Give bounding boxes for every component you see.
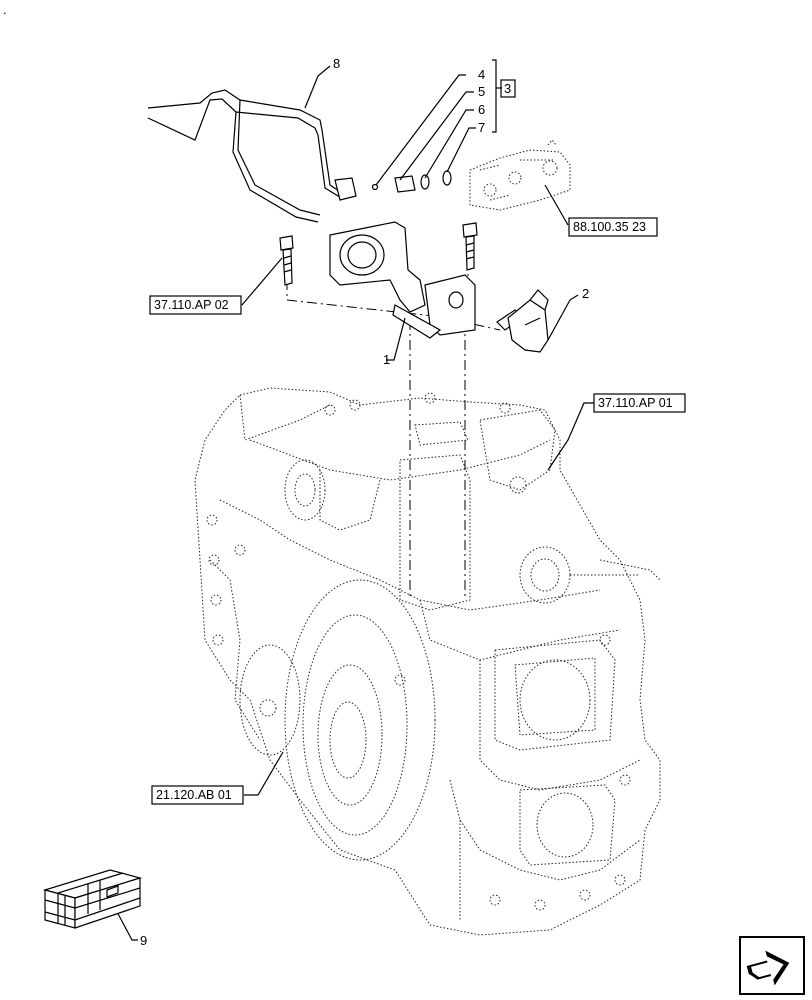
callout-8: 8 bbox=[333, 56, 340, 71]
reference-37-110-ap-02[interactable]: 37.110.AP 02 bbox=[149, 295, 242, 315]
callout-3: 3 bbox=[504, 81, 511, 96]
callout-9: 9 bbox=[140, 933, 147, 948]
next-page-arrow-icon[interactable] bbox=[739, 936, 805, 995]
transmission-housing bbox=[194, 387, 661, 936]
part-8-pipe bbox=[147, 89, 357, 223]
part-2-switch bbox=[496, 289, 549, 353]
kit-crate-icon bbox=[42, 869, 143, 929]
callout-labels: 1 2 3 4 5 6 7 8 9 bbox=[140, 56, 589, 948]
callout-4: 4 bbox=[478, 67, 485, 82]
svg-text:37.110.AP 01: 37.110.AP 01 bbox=[598, 396, 673, 410]
part-1-bracket bbox=[329, 221, 476, 339]
callout-2: 2 bbox=[582, 286, 589, 301]
callout-3-box bbox=[500, 79, 516, 98]
corner-mark: . bbox=[3, 2, 7, 17]
svg-text:21.120.AB 01: 21.120.AB 01 bbox=[156, 788, 232, 802]
callout-5: 5 bbox=[478, 84, 485, 99]
svg-text:37.110.AP 02: 37.110.AP 02 bbox=[154, 298, 229, 312]
reference-21-120-ab-01[interactable]: 21.120.AB 01 bbox=[151, 785, 244, 805]
callout-leaders bbox=[115, 59, 594, 941]
callout-1: 1 bbox=[383, 352, 390, 367]
bolts bbox=[279, 222, 478, 286]
callout-7: 7 bbox=[478, 120, 485, 135]
reference-88-100-35-23[interactable]: 88.100.35 23 bbox=[568, 217, 658, 237]
reference-37-110-ap-01[interactable]: 37.110.AP 01 bbox=[593, 393, 686, 413]
svg-text:88.100.35 23: 88.100.35 23 bbox=[573, 220, 646, 234]
callout-6: 6 bbox=[478, 102, 485, 117]
valve-block bbox=[469, 139, 571, 211]
